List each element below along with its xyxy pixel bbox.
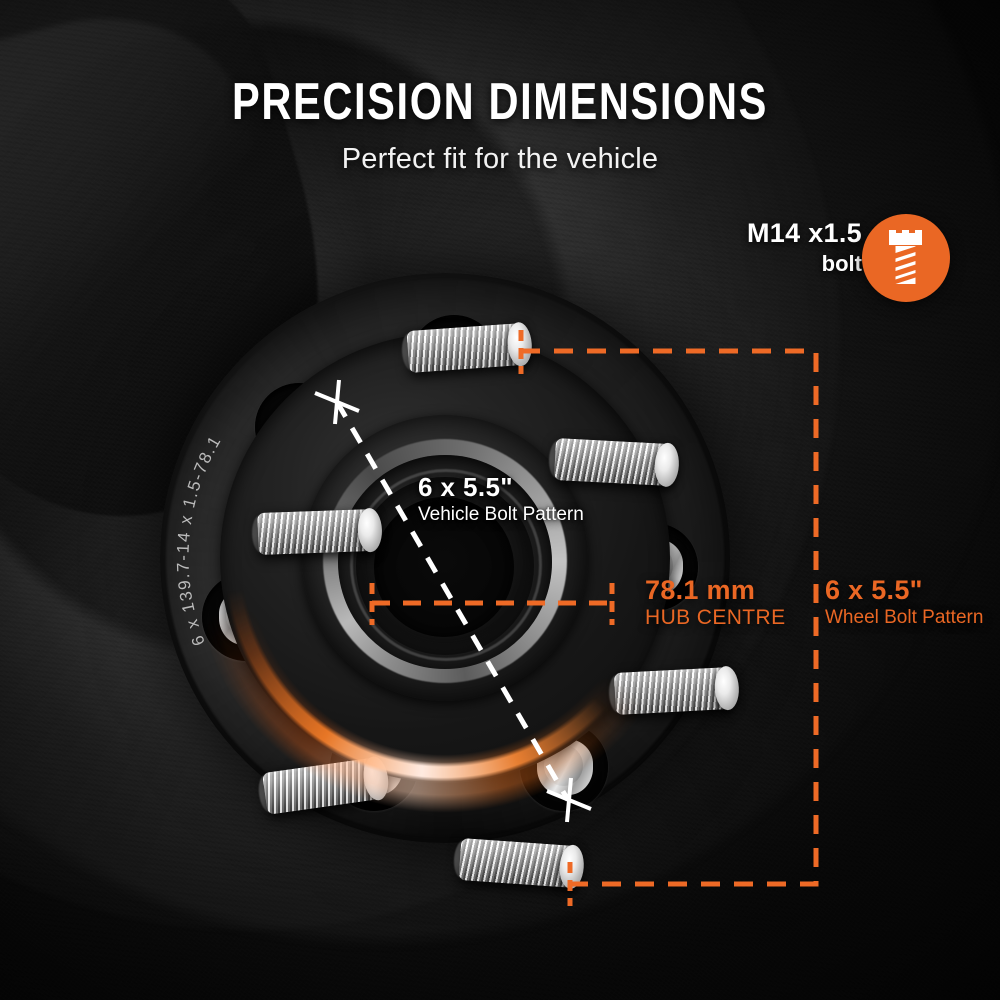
hub-centre-callout: 78.1 mm HUB CENTRE (645, 575, 786, 630)
bolt-thread-label: bolt (821, 251, 862, 276)
wheel-spacer-product: 6 x 139.7-14 x 1.5-78.1 (126, 243, 762, 890)
wheel-bolt-pattern-label: Wheel Bolt Pattern (825, 607, 984, 628)
wheel-bolt-pattern-value: 6 x 5.5" (825, 575, 923, 605)
page-title: PRECISION DIMENSIONS (232, 73, 768, 131)
hub-centre-label: HUB CENTRE (645, 606, 786, 629)
wheel-bolt-pattern-callout: 6 x 5.5" Wheel Bolt Pattern (825, 575, 983, 629)
bolt-thread-spec: M14 x1.5 (747, 218, 862, 248)
vehicle-bolt-pattern-callout: 6 x 5.5" Vehicle Bolt Pattern (418, 472, 584, 526)
bolt-badge-circle (862, 214, 950, 302)
page-subtitle: Perfect fit for the vehicle (341, 143, 659, 175)
hub-centre-value: 78.1 mm (645, 575, 756, 605)
bolt-spec-badge: M14 x1.5 bolt (690, 214, 950, 308)
rim-light-arc (138, 255, 750, 867)
vehicle-bolt-pattern-label: Vehicle Bolt Pattern (418, 504, 584, 525)
bolt-spec-text: M14 x1.5 bolt (692, 218, 862, 277)
bolt-icon (889, 230, 922, 284)
vehicle-bolt-pattern-value: 6 x 5.5" (418, 472, 514, 502)
